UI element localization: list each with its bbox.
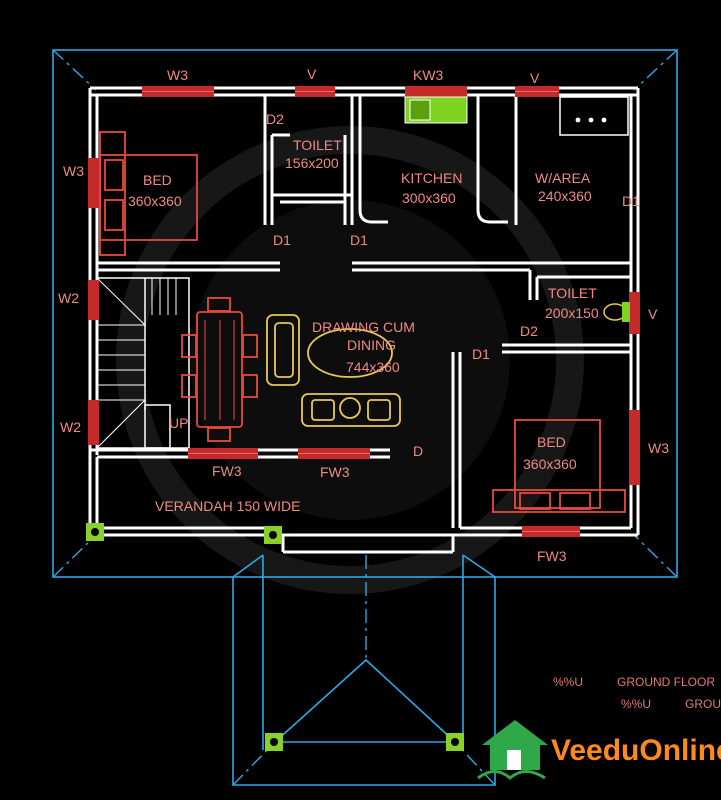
legend-text-2: GROU [685,697,721,711]
windows [88,86,640,537]
label-d1-b: D1 [350,232,368,248]
label-w2-left2: W2 [60,419,81,435]
bed2-name: BED [537,434,566,450]
label-d-front: D [413,443,423,459]
toilet2-wc [603,302,630,322]
bed1-name: BED [143,172,172,188]
brand-logo: VeeduOnline [477,720,721,780]
legend-code-1: %%U [553,675,583,689]
drawing-line1: DRAWING CUM [312,319,415,335]
brand-name: VeeduOnline [551,734,721,767]
warea-size: 240x360 [538,188,592,204]
label-d1-c: D1 [622,193,640,209]
house-logo-icon [482,720,548,770]
label-fw3-2: FW3 [320,464,350,480]
bed2-furniture [492,419,626,513]
label-d1-a: D1 [273,232,291,248]
bed1-size: 360x360 [128,193,182,209]
toilet1-name: TOILET [293,137,342,153]
label-w3-right: W3 [648,440,669,456]
bed1-furniture [99,131,198,256]
label-d2-right: D2 [520,323,538,339]
toilet2-name: TOILET [548,285,597,301]
dining-table [181,297,258,442]
label-w3-top: W3 [167,67,188,83]
label-w2-left1: W2 [58,290,79,306]
label-v-top2: V [530,70,540,86]
kitchen-size: 300x360 [402,190,456,206]
toilet1-size: 156x200 [285,155,339,171]
drawing-size: 744x360 [346,359,400,375]
verandah-label: VERANDAH 150 WIDE [155,498,300,514]
label-kw3: KW3 [413,67,444,83]
label-fw3-1: FW3 [212,463,242,479]
legend-code-2: %%U [621,697,651,711]
label-v-top1: V [307,66,317,82]
warea-name: W/AREA [535,170,591,186]
legend-text-1: GROUND FLOOR [617,675,715,689]
label-w3-left: W3 [63,163,84,179]
label-up: UP [169,415,188,431]
drawing-line2: DINING [347,337,396,353]
toilet2-size: 200x150 [545,305,599,321]
label-d2-top: D2 [266,111,284,127]
verandah-posts [86,523,464,751]
label-fw3-3: FW3 [537,548,567,564]
sofa-set [266,314,401,427]
watermark-inner [190,200,510,520]
watermark-circle [116,126,584,594]
kitchen-name: KITCHEN [401,170,462,186]
label-v-right: V [648,306,658,322]
bed2-size: 360x360 [523,456,577,472]
label-d1-d: D1 [472,346,490,362]
